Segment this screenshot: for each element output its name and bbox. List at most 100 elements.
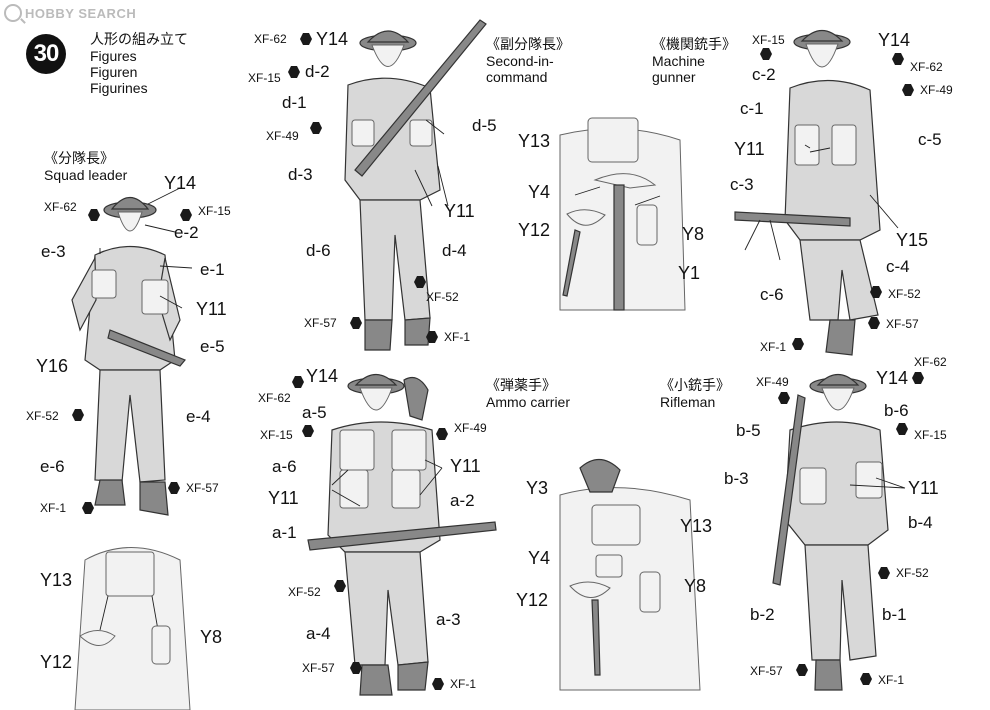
label-sc-d1: d-1 xyxy=(282,93,307,112)
label-sl-e4: e-4 xyxy=(186,407,211,426)
label-sl-e3: e-3 xyxy=(41,242,66,261)
section-mg-en2: gunner xyxy=(652,69,696,85)
label-mg-y14: Y14 xyxy=(878,30,911,50)
label-scb-y1: Y1 xyxy=(678,263,701,283)
label-mg-xf57: XF-57 xyxy=(886,317,919,331)
paint-hex-icon xyxy=(292,376,304,388)
label-ac-a3: a-3 xyxy=(436,610,461,629)
label-rf-xf57: XF-57 xyxy=(750,664,783,678)
paint-hex-icon xyxy=(180,209,192,221)
label-mg-y11: Y11 xyxy=(734,139,765,159)
label-scb-y4: Y4 xyxy=(528,182,551,202)
label-rf-xf49: XF-49 xyxy=(756,375,789,389)
label-ac-xf57: XF-57 xyxy=(302,661,335,675)
label-sc-xf52: XF-52 xyxy=(426,290,459,304)
label-rf-b3: b-3 xyxy=(724,469,749,488)
label-mg-c2: c-2 xyxy=(752,65,776,84)
label-sl-xf62: XF-62 xyxy=(44,200,77,214)
paint-hex-icon xyxy=(302,425,314,437)
label-acb-y4: Y4 xyxy=(528,548,551,568)
label-mg-xf15: XF-15 xyxy=(752,33,785,47)
label-mg-c5: c-5 xyxy=(918,130,942,149)
label-sl-e2: e-2 xyxy=(174,223,199,242)
label-ac-a1: a-1 xyxy=(272,523,297,542)
paint-hex-icon xyxy=(350,317,362,329)
section-rifleman-jp: 《小銃手》 xyxy=(660,377,730,393)
label-sl-xf15: XF-15 xyxy=(198,204,231,218)
label-slb-y8: Y8 xyxy=(200,627,223,647)
label-mg-xf62: XF-62 xyxy=(910,60,943,74)
label-ac-xf15: XF-15 xyxy=(260,428,293,442)
label-rf-y14: Y14 xyxy=(876,368,909,388)
label-ac-xf1: XF-1 xyxy=(450,677,477,691)
label-ac-y11b: Y11 xyxy=(268,488,299,508)
label-sl-y11: Y11 xyxy=(196,299,227,319)
paint-hex-icon xyxy=(168,482,180,494)
label-sc-xf49: XF-49 xyxy=(266,129,299,143)
label-acb-y12: Y12 xyxy=(516,590,549,610)
paint-hex-icon xyxy=(902,84,914,96)
label-sc-d2: d-2 xyxy=(305,62,330,81)
section-rifleman-en: Rifleman xyxy=(660,394,716,410)
squad-leader-figure xyxy=(71,196,186,516)
label-sc-xf15: XF-15 xyxy=(248,71,281,85)
label-sc-d5: d-5 xyxy=(472,116,497,135)
label-sl-y16: Y16 xyxy=(36,356,69,376)
label-ac-a4: a-4 xyxy=(306,624,331,643)
label-sl-e6: e-6 xyxy=(40,457,65,476)
label-mg-xf1: XF-1 xyxy=(760,340,787,354)
label-ac-xf52: XF-52 xyxy=(288,585,321,599)
paint-hex-icon xyxy=(860,673,872,685)
section-squad-leader-en: Squad leader xyxy=(44,167,128,183)
paint-hex-icon xyxy=(334,580,346,592)
ammo-carrier-figure xyxy=(307,373,497,696)
paint-hex-icon xyxy=(300,33,312,45)
label-rf-xf52: XF-52 xyxy=(896,566,929,580)
ammo-carrier-back-figure xyxy=(559,458,701,691)
paint-hex-icon xyxy=(310,122,322,134)
label-sc-d6: d-6 xyxy=(306,241,331,260)
squad-leader-back-figure xyxy=(74,547,191,710)
step-title-de: Figuren xyxy=(90,64,138,80)
label-ac-y11a: Y11 xyxy=(450,456,481,476)
label-rf-xf15: XF-15 xyxy=(914,428,947,442)
label-mg-xf52: XF-52 xyxy=(888,287,921,301)
label-sc-xf62: XF-62 xyxy=(254,32,287,46)
watermark-logo: HOBBY SEARCH xyxy=(4,4,136,22)
label-sl-e1: e-1 xyxy=(200,260,225,279)
label-sc-d3: d-3 xyxy=(288,165,313,184)
label-sc-xf1: XF-1 xyxy=(444,330,471,344)
paint-hex-icon xyxy=(760,48,772,60)
label-sc-y11: Y11 xyxy=(444,201,475,221)
label-ac-a6: a-6 xyxy=(272,457,297,476)
second-in-command-figure xyxy=(344,19,487,351)
step-number-badge: 30 xyxy=(26,34,66,74)
paint-hex-icon xyxy=(432,678,444,690)
label-acb-y13: Y13 xyxy=(680,516,713,536)
paint-hex-icon xyxy=(778,392,790,404)
section-second-en2: command xyxy=(486,69,548,85)
label-mg-c3: c-3 xyxy=(730,175,754,194)
step-title-fr: Figurines xyxy=(90,80,148,96)
step-title-jp: 人形の組み立て xyxy=(90,31,188,47)
label-sl-xf1: XF-1 xyxy=(40,501,67,515)
label-sl-xf57: XF-57 xyxy=(186,481,219,495)
label-mg-c6: c-6 xyxy=(760,285,784,304)
label-sl-e5: e-5 xyxy=(200,337,225,356)
paint-hex-icon xyxy=(350,662,362,674)
paint-hex-icon xyxy=(288,66,300,78)
label-mg-c1: c-1 xyxy=(740,99,764,118)
label-ac-xf49: XF-49 xyxy=(454,421,487,435)
paint-hex-icon xyxy=(436,428,448,440)
label-mg-xf49: XF-49 xyxy=(920,83,953,97)
paint-hex-icon xyxy=(868,317,880,329)
machine-gunner-figure xyxy=(734,29,881,356)
label-rf-b6: b-6 xyxy=(884,401,909,420)
label-rf-b4: b-4 xyxy=(908,513,933,532)
label-ac-y14: Y14 xyxy=(306,366,339,386)
label-rf-b2: b-2 xyxy=(750,605,775,624)
label-slb-y12: Y12 xyxy=(40,652,73,672)
section-mg-jp: 《機関銃手》 xyxy=(652,36,736,52)
label-ac-a2: a-2 xyxy=(450,491,475,510)
